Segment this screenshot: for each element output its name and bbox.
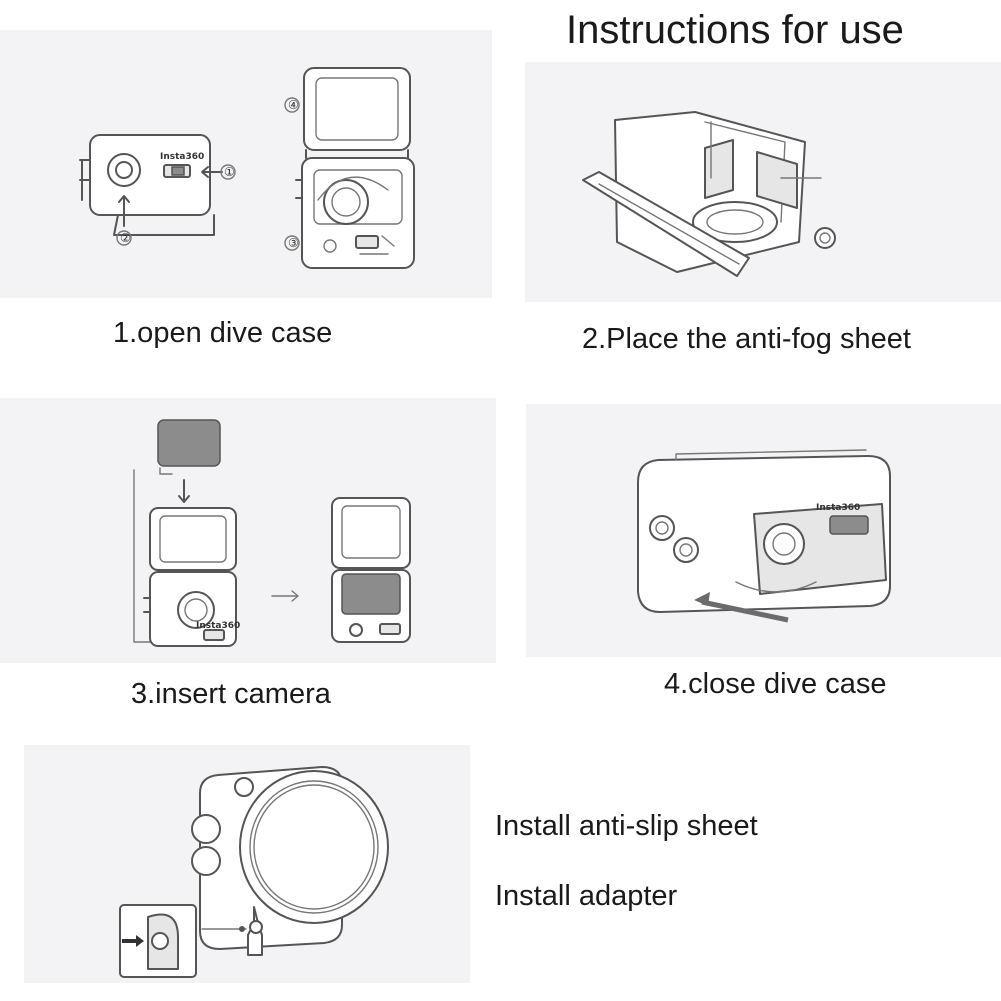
step-3-caption: 3.insert camera	[131, 678, 331, 710]
callout-3: ③	[284, 235, 300, 251]
step-1-illustration: Insta360 ① ②	[0, 30, 492, 298]
case-back-door-drawing: Insta360	[79, 134, 215, 236]
note-adapter: Install adapter	[495, 880, 678, 912]
step-4-caption: 4.close dive case	[664, 668, 887, 700]
svg-text:②: ②	[120, 231, 131, 245]
anti-fog-sheet-drawing	[582, 111, 836, 277]
step-2-caption: 2.Place the anti-fog sheet	[582, 323, 911, 355]
svg-text:③: ③	[288, 236, 299, 250]
page-title: Instructions for use	[566, 8, 904, 52]
brand-mark-4: Insta360	[816, 503, 860, 513]
callout-2: ②	[116, 230, 132, 246]
dive-case-open-drawing: Insta360 ① ②	[79, 67, 415, 269]
callout-1: ①	[220, 164, 236, 180]
note-anti-slip: Install anti-slip sheet	[495, 810, 758, 842]
insert-camera-drawing: Insta360	[133, 419, 411, 647]
adapter-install-drawing	[119, 766, 389, 978]
step-3-illustration: Insta360	[0, 398, 496, 663]
brand-mark-3: Insta360	[196, 621, 240, 631]
svg-text:④: ④	[288, 98, 299, 112]
step-2-illustration	[525, 62, 1001, 302]
camera-block	[157, 419, 221, 467]
step-1-caption: 1.open dive case	[113, 317, 333, 349]
step-4-illustration: Insta360	[526, 404, 1001, 657]
accessory-illustration	[24, 745, 470, 983]
callout-4: ④	[284, 97, 300, 113]
svg-text:①: ①	[224, 165, 235, 179]
close-dive-case-drawing: Insta360	[637, 449, 891, 623]
case-open-body-drawing	[295, 67, 415, 269]
brand-mark-1: Insta360	[160, 152, 204, 162]
